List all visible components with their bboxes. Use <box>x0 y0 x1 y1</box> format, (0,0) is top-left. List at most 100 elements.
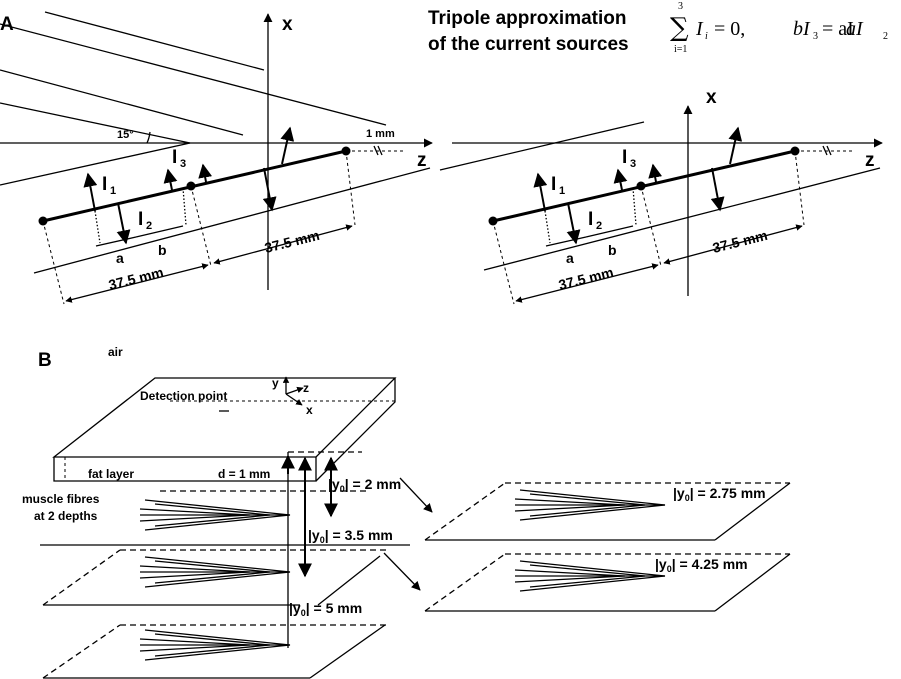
x-axis-label-right: x <box>706 87 717 108</box>
dimension-1 <box>515 263 659 303</box>
panel-b-label: B <box>38 350 52 371</box>
I3-label-right: I <box>622 147 627 168</box>
I1-arrow <box>83 172 98 212</box>
plane-left-edge <box>424 553 506 612</box>
axis-x-label: x <box>306 403 313 417</box>
panel-a-title-line2: of the current sources <box>428 34 629 55</box>
slab-side <box>315 378 396 482</box>
b-measure <box>135 225 184 238</box>
plane-right-edge <box>309 624 386 679</box>
len2-left: 37.5 mm <box>263 227 321 256</box>
I2-label-right: I <box>588 209 593 230</box>
tripole-formula: 3 ∑ i=1 I i = 0, bI 3 = aI aI 2 <box>670 1 888 55</box>
projection-dotted <box>182 187 187 226</box>
fibre-chevrons <box>514 560 666 592</box>
y0-275-label: |y0| = 2.75 mm <box>673 485 766 503</box>
gap-tick <box>822 145 828 156</box>
plane-right-edge <box>317 555 381 606</box>
gap-tick <box>826 145 832 156</box>
I2-sub-right: 2 <box>596 220 602 232</box>
I1-label-right: I <box>551 174 556 195</box>
slant-line <box>483 167 881 271</box>
axis-x-arrow <box>285 393 303 406</box>
formula-sub2: 2 <box>883 31 888 42</box>
d-label: d = 1 mm <box>218 467 270 481</box>
I1-sub-left: 1 <box>110 185 116 197</box>
y0-425-label: |y0| = 4.25 mm <box>655 556 748 574</box>
fibre-chevrons <box>139 629 291 661</box>
gap-label: 1 mm <box>366 128 395 140</box>
extension-dashed <box>42 220 65 305</box>
muscle-label-line1: muscle fibres <box>22 492 100 506</box>
muscle-plane-2.75mm: |y0| = 2.75 mm <box>424 482 791 541</box>
x-axis-label-left: x <box>282 14 293 35</box>
slant-line <box>0 142 191 186</box>
len1-left: 37.5 mm <box>107 264 165 293</box>
extension-dashed <box>492 220 515 305</box>
extension-dashed <box>345 150 356 226</box>
fibre-chevrons <box>514 489 666 521</box>
fat-label: fat layer <box>88 467 134 481</box>
formula-sum-bottom: i=1 <box>674 44 687 55</box>
fibre-chevrons <box>139 499 291 531</box>
plane-right-edge <box>714 553 791 612</box>
arrow-down <box>262 167 277 212</box>
plane-right-edge <box>714 482 791 541</box>
I2-arrow <box>566 202 581 245</box>
b-label-left: b <box>158 242 167 258</box>
plane-left-edge <box>424 482 506 541</box>
b-measure <box>585 225 634 238</box>
slab-front <box>53 457 317 482</box>
I3-sub-right: 3 <box>630 158 636 170</box>
muscle-plane-2mm: muscle fibres at 2 depths <box>22 490 410 546</box>
panel-a-right: z x I 1 I 2 I 3 a b 37.5 mm 37. <box>439 87 883 305</box>
panel-a-title-line1: Tripole approximation <box>428 8 626 29</box>
slant-line <box>33 167 431 274</box>
y0-35-label: |y0| = 3.5 mm <box>308 527 393 545</box>
a-measure <box>95 236 137 247</box>
projection-dotted <box>544 210 551 244</box>
slant-line <box>44 11 265 71</box>
b-label-right: b <box>608 242 617 258</box>
a-label-right: a <box>566 250 574 266</box>
muscle-plane-4.25mm: |y0| = 4.25 mm <box>424 553 791 612</box>
dimension-1 <box>65 263 209 303</box>
axis-y-label: y <box>272 376 279 390</box>
arrow-up <box>198 163 213 183</box>
formula-eq: = aI <box>822 18 854 40</box>
I2-sub-left: 2 <box>146 220 152 232</box>
arrow-up <box>648 163 663 183</box>
plane-left-edge <box>42 549 121 606</box>
projection-dotted <box>632 187 637 226</box>
connector-arrow <box>399 477 433 513</box>
y0-2-label: |y0| = 2 mm <box>328 476 401 494</box>
formula-term: I <box>695 18 704 40</box>
angle-arc <box>146 131 151 144</box>
gap-tick <box>377 145 383 156</box>
panel-a-left: z x 15° 1 mm I 1 I 2 I 3 <box>0 11 433 305</box>
muscle-label-line2: at 2 depths <box>34 509 98 523</box>
I1-arrow <box>533 172 548 212</box>
I1-label-left: I <box>102 174 107 195</box>
air-label: air <box>108 345 123 359</box>
I3-arrow <box>163 168 178 191</box>
detection-label: Detection point <box>140 389 227 403</box>
arrow-up <box>280 126 295 165</box>
gap-tick <box>373 145 379 156</box>
formula-sum-top: 3 <box>678 1 683 12</box>
slant-line <box>0 23 387 126</box>
y0-5-label: |y0| = 5 mm <box>289 600 362 618</box>
I3-arrow <box>613 168 628 191</box>
I2-arrow <box>116 202 131 245</box>
axis-z-arrow <box>285 386 304 395</box>
muscle-plane-5mm <box>42 624 390 679</box>
slant-line <box>0 102 191 144</box>
fat-layer-slab: Detection point fat layer d = 1 mm y z x <box>52 376 397 482</box>
len1-right: 37.5 mm <box>557 264 615 293</box>
axis-z-label: z <box>303 381 309 395</box>
extension-dashed <box>640 185 662 267</box>
plane-left-edge <box>42 624 121 679</box>
fibre-chevrons <box>139 556 291 588</box>
slant-line <box>439 121 645 171</box>
